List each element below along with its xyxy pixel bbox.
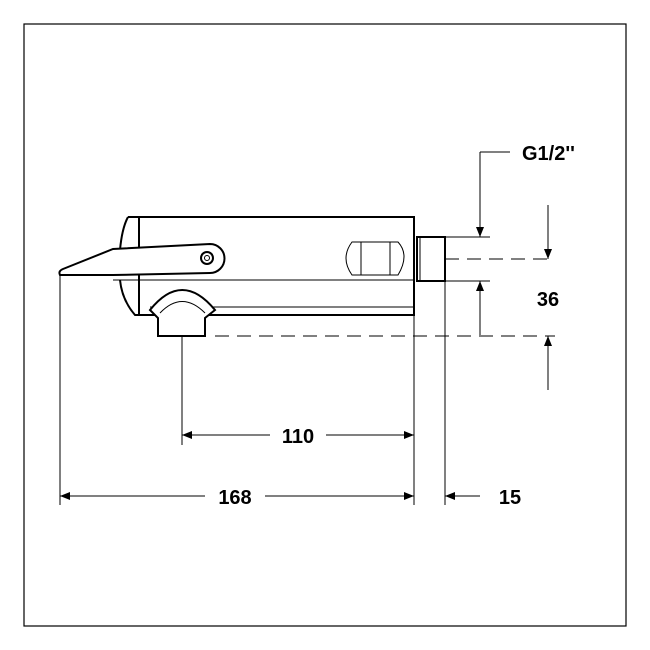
dimension-lines (59, 151, 555, 505)
dim-height-label: 36 (537, 289, 559, 311)
drawing-frame (23, 23, 627, 627)
dim-outlet-label: 110 (282, 426, 314, 448)
lever-pivot (200, 251, 214, 265)
lever-handle (58, 242, 226, 276)
dim-connector-label: 15 (499, 487, 521, 509)
dim-length-label: 168 (218, 487, 251, 509)
faucet-body (58, 216, 446, 337)
diverter-button (345, 241, 405, 276)
connector-nut (416, 236, 446, 282)
outlet-spout (148, 289, 217, 337)
thread-label: G1/2'' (522, 143, 575, 165)
